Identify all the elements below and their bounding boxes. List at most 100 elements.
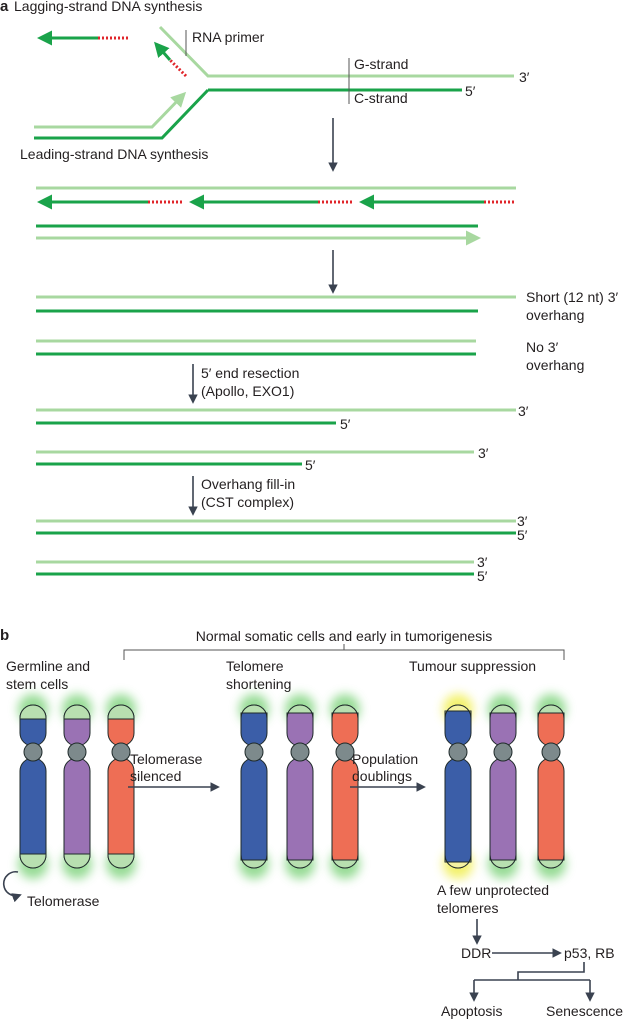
telomere-cap-bottom — [286, 854, 314, 869]
replication-fork — [34, 25, 514, 140]
ddr-label: DDR — [461, 945, 491, 961]
panel-b-letter: b — [0, 627, 9, 644]
resected-2-3prime: 3′ — [478, 445, 489, 461]
short-overhang-label-2: overhang — [526, 307, 584, 323]
panel-a-letter: a — [0, 0, 9, 15]
chromosome — [488, 694, 518, 879]
chromosome-arm-lower — [63, 757, 91, 869]
centromere — [493, 742, 513, 762]
rna-primer-label: RNA primer — [192, 29, 265, 45]
telomere-cap-bottom — [537, 854, 565, 869]
no-overhang-label: No 3′ — [526, 339, 559, 355]
centromere — [290, 742, 310, 762]
resected-duplex-1 — [36, 408, 516, 425]
centromere — [23, 742, 43, 762]
c-strand — [34, 88, 210, 140]
doublings-label-2: doublings — [352, 768, 412, 784]
telomerase-cycle-arrow — [2, 870, 22, 903]
telomere-cap-top — [19, 704, 47, 720]
filled-duplex-1 — [36, 519, 516, 535]
bracket-label: Normal somatic cells and early in tumori… — [196, 628, 492, 644]
short-overhang-duplex — [36, 295, 516, 313]
telomere-cap-top — [240, 704, 268, 719]
centromere — [244, 742, 264, 762]
resected-2-5prime: 5′ — [305, 457, 316, 473]
centromere — [67, 742, 87, 762]
chromosome — [62, 694, 92, 879]
blunt-end-duplex — [36, 339, 476, 356]
chromosome-arm-lower — [444, 757, 472, 869]
telomere-cap-bottom — [19, 853, 47, 869]
chromosome — [330, 694, 360, 879]
telomerase-label: Telomerase — [27, 893, 100, 909]
filled-1-3prime: 3′ — [517, 513, 528, 529]
fork-5prime-label: 5′ — [465, 83, 476, 99]
doublings-label: Population — [352, 751, 418, 767]
centromere — [111, 742, 131, 762]
resection-label: 5′ end resection — [201, 365, 299, 381]
chromosome-arm-lower — [240, 757, 268, 869]
chromosome-arm-lower — [489, 757, 517, 869]
g-strand-label: G-strand — [354, 56, 408, 72]
chromosome — [106, 694, 136, 879]
okazaki-duplex — [36, 186, 516, 246]
filled-2-5prime: 5′ — [477, 568, 488, 584]
telomere-cap-bottom — [331, 854, 359, 869]
unprotected-label: A few unprotected — [437, 882, 549, 898]
telomere-cap-top — [286, 704, 314, 719]
chromosome — [443, 694, 473, 879]
unprotected-label-2: telomeres — [437, 900, 498, 916]
telomere-cap-top — [537, 704, 565, 719]
fork-3prime-label: 3′ — [519, 69, 530, 85]
filled-1-5prime: 5′ — [517, 527, 528, 543]
telomere-cap-bottom — [489, 854, 517, 869]
fillin-label: Overhang fill-in — [201, 476, 295, 492]
telomere-cap-top — [489, 704, 517, 719]
shortening-label: Telomere — [226, 658, 284, 674]
silenced-label-2: silenced — [130, 768, 181, 784]
outcome-branch — [474, 962, 590, 981]
shortening-label-2: shortening — [226, 676, 291, 692]
chromosome — [285, 694, 315, 879]
chromosome-arm-lower — [537, 757, 565, 869]
leading-strand-title: Leading-strand DNA synthesis — [20, 146, 208, 162]
chromosome-arm-lower — [19, 757, 47, 869]
apoptosis-label: Apoptosis — [441, 1003, 502, 1019]
no-overhang-label-2: overhang — [526, 357, 584, 373]
bracket — [123, 644, 565, 660]
telomere-cap-bottom — [240, 854, 268, 869]
lagging-strand-title: Lagging-strand DNA synthesis — [14, 0, 202, 14]
telomere-cap-top — [63, 704, 91, 720]
centromere — [448, 742, 468, 762]
chromosome — [239, 694, 269, 879]
g-strand — [158, 25, 514, 78]
silenced-label: Telomerase — [130, 751, 203, 767]
telomere-cap-bottom — [444, 854, 472, 869]
c-strand-label: C-strand — [354, 90, 408, 106]
germline-label: Germline and — [6, 658, 90, 674]
senescence-label: Senescence — [546, 1003, 623, 1019]
chromosome-groups — [18, 694, 566, 879]
rna-primer-fork — [168, 58, 188, 78]
fillin-label-2: (CST complex) — [201, 494, 294, 510]
resected-duplex-2 — [36, 450, 474, 466]
resection-label-2: (Apollo, EXO1) — [201, 383, 294, 399]
suppression-label: Tumour suppression — [409, 658, 536, 674]
telomere-cap-top — [107, 704, 135, 720]
telomere-cap-bottom — [107, 853, 135, 869]
centromere — [335, 742, 355, 762]
okazaki-fragment-fork — [154, 41, 172, 61]
chromosome — [18, 694, 48, 879]
resected-1-5prime: 5′ — [340, 416, 351, 432]
telomere-cap-bottom — [63, 853, 91, 869]
short-overhang-label: Short (12 nt) 3′ — [526, 289, 618, 305]
resected-1-3prime: 3′ — [518, 403, 529, 419]
leading-strand — [34, 91, 187, 129]
centromere — [541, 742, 561, 762]
p53-label: p53, RB — [564, 945, 615, 961]
chromosome-arm-lower — [286, 757, 314, 869]
filled-duplex-2 — [36, 560, 474, 576]
germline-label-2: stem cells — [6, 676, 68, 692]
filled-2-3prime: 3′ — [477, 554, 488, 570]
